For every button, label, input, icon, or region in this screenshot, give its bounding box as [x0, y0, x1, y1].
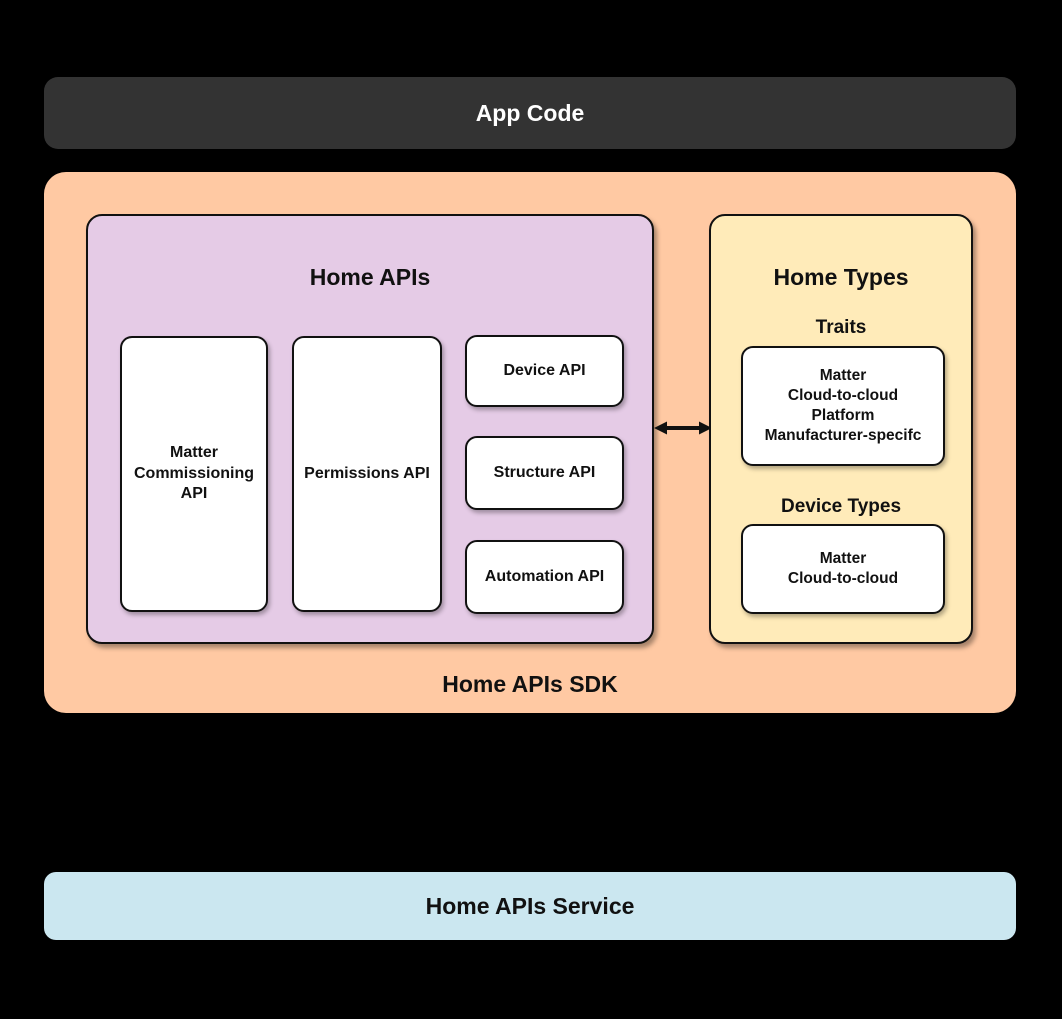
matter-commissioning-api-label: Matter Commissioning API [133, 443, 254, 503]
structure-api-box: Structure API [465, 436, 624, 510]
home-types-panel: Home Types Traits Matter Cloud-to-cloud … [709, 214, 973, 644]
home-apis-sdk-label: Home APIs SDK [442, 671, 618, 697]
device-api-box: Device API [465, 335, 624, 407]
app-code-box: App Code [44, 77, 1016, 149]
device-types-items-label: Matter Cloud-to-cloud [787, 549, 899, 587]
traits-label: Traits [815, 317, 867, 338]
app-code-label: App Code [475, 99, 585, 126]
permissions-api-label: Permissions API [304, 464, 430, 482]
home-apis-panel: Home APIs Matter Commissioning API Permi… [86, 214, 654, 644]
home-apis-service-box: Home APIs Service [44, 872, 1016, 940]
home-apis-sdk-box: Home APIs Matter Commissioning API Permi… [44, 172, 1016, 713]
device-types-box: Matter Cloud-to-cloud [741, 524, 945, 614]
home-types-title: Home Types [773, 264, 909, 290]
device-types-label: Device Types [780, 496, 902, 517]
traits-box: Matter Cloud-to-cloud Platform Manufactu… [741, 346, 945, 466]
matter-commissioning-api-box: Matter Commissioning API [120, 336, 268, 612]
automation-api-box: Automation API [465, 540, 624, 614]
device-api-label: Device API [503, 361, 586, 379]
permissions-api-box: Permissions API [292, 336, 442, 612]
traits-items-label: Matter Cloud-to-cloud Platform Manufactu… [764, 366, 922, 445]
home-apis-service-label: Home APIs Service [425, 892, 635, 919]
automation-api-label: Automation API [484, 567, 605, 585]
structure-api-label: Structure API [493, 463, 596, 481]
bidirectional-arrow-icon [654, 421, 712, 435]
home-apis-title: Home APIs [309, 264, 431, 290]
